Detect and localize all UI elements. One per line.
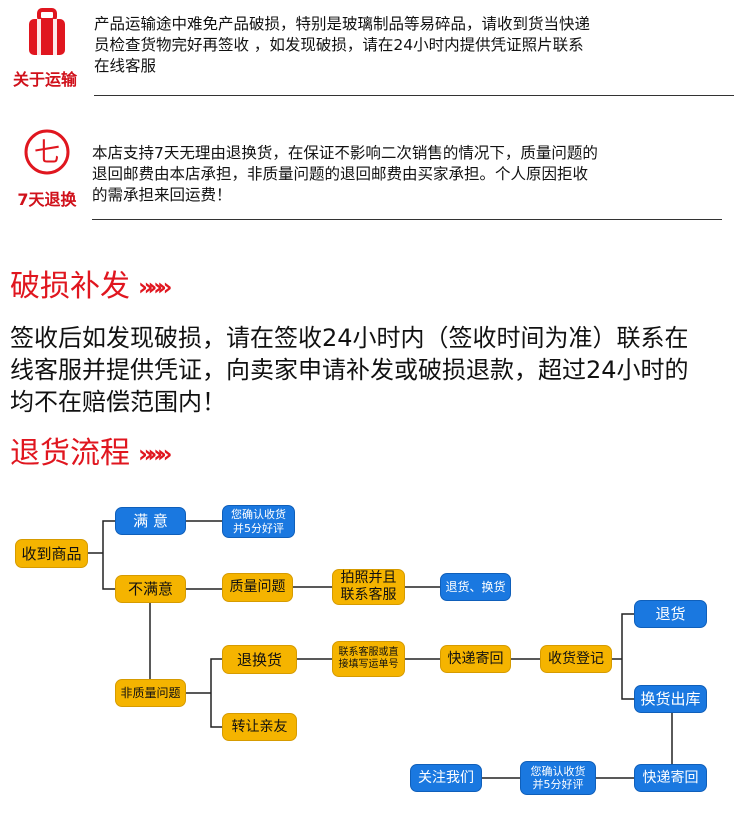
flow-node-refund-exchange: 退货、换货 bbox=[440, 573, 511, 601]
flow-node-follow-us: 关注我们 bbox=[410, 764, 482, 792]
flow-node-refund: 退货 bbox=[634, 600, 707, 628]
suitcase-icon bbox=[29, 8, 65, 55]
seven-day-badge-icon: 七 bbox=[24, 129, 70, 175]
flow-node-confirm-top: 您确认收货 并5分好评 bbox=[222, 505, 295, 538]
process-section-title: 退货流程 »»» bbox=[10, 436, 172, 471]
flow-node-gift: 转让亲友 bbox=[222, 713, 297, 741]
flow-node-express-back: 快递寄回 bbox=[634, 764, 707, 792]
flow-node-text: 您确认收货 bbox=[530, 764, 586, 778]
flow-node-received: 收到商品 bbox=[15, 539, 88, 568]
flow-node-photo-contact: 拍照并且 联系客服 bbox=[332, 569, 405, 605]
flow-node-express-send: 快递寄回 bbox=[440, 645, 511, 673]
shipping-text-line: 产品运输途中难免产品破损，特别是玻璃制品等易碎品，请收到货当快递 bbox=[94, 15, 591, 33]
flow-node-non-quality: 非质量问题 bbox=[115, 679, 186, 707]
shipping-caption: 关于运输 bbox=[12, 70, 77, 89]
flow-node-text: 并5分好评 bbox=[233, 521, 284, 535]
damage-text-line: 线客服并提供凭证，向卖家申请补发或破损退款，超过24小时的 bbox=[10, 356, 689, 384]
returns7-text-line: 本店支持7天无理由退换货，在保证不影响二次销售的情况下，质量问题的 bbox=[92, 144, 598, 162]
badge-text: 七 bbox=[34, 138, 60, 168]
damage-title-text: 破损补发 bbox=[10, 269, 130, 304]
flow-node-satisfied: 满 意 bbox=[115, 507, 186, 535]
flow-node-receive-register: 收货登记 bbox=[540, 645, 612, 673]
shipping-text-line: 员检查货物完好再签收 ，如发现破损，请在24小时内提供凭证照片联系 bbox=[94, 36, 584, 54]
flow-node-text: 接填写运单号 bbox=[338, 659, 399, 670]
shipping-text-line: 在线客服 bbox=[94, 57, 157, 75]
damage-text-line: 均不在赔偿范围内！ bbox=[10, 388, 226, 416]
divider bbox=[94, 95, 734, 96]
shipping-text: 产品运输途中难免产品破损，特别是玻璃制品等易碎品，请收到货当快递 员检查货物完好… bbox=[94, 14, 746, 77]
returns7-text: 本店支持7天无理由退换货，在保证不影响二次销售的情况下，质量问题的 退回邮费由本… bbox=[92, 143, 746, 206]
flow-node-text: 联系客服 bbox=[340, 587, 397, 603]
flow-node-exchange-out: 换货出库 bbox=[634, 685, 707, 713]
flow-node-confirm-bottom: 您确认收货 并5分好评 bbox=[520, 761, 596, 795]
flow-node-contact-waybill: 联系客服或直 接填写运单号 bbox=[332, 641, 405, 677]
returns7-icon-block: 七 7天退换 bbox=[4, 128, 90, 210]
process-title-text: 退货流程 bbox=[10, 436, 130, 471]
damage-text-line: 签收后如发现破损，请在签收24小时内（签收时间为准）联系在 bbox=[10, 324, 689, 352]
flow-node-unsatisfied: 不满意 bbox=[115, 575, 186, 603]
flow-node-quality-issue: 质量问题 bbox=[222, 573, 293, 602]
flow-node-return-exchange: 退换货 bbox=[222, 645, 297, 674]
flow-node-text: 拍照并且 bbox=[340, 570, 397, 587]
flow-node-text: 并5分好评 bbox=[532, 778, 584, 791]
returns7-text-line: 退回邮费由本店承担，非质量问题的退回邮费由买家承担。个人原因拒收 bbox=[92, 165, 589, 183]
returns7-caption: 7天退换 bbox=[17, 190, 77, 209]
damage-text: 签收后如发现破损，请在签收24小时内（签收时间为准）联系在 线客服并提供凭证，向… bbox=[10, 322, 745, 418]
damage-section-title: 破损补发 »»» bbox=[10, 269, 172, 304]
shipping-icon-block: 关于运输 bbox=[4, 8, 90, 90]
flow-node-text: 您确认收货 bbox=[231, 508, 286, 522]
flow-node-text: 联系客服或直 bbox=[338, 647, 399, 658]
returns7-text-line: 的需承担来回运费！ bbox=[92, 186, 232, 204]
divider bbox=[92, 219, 722, 220]
